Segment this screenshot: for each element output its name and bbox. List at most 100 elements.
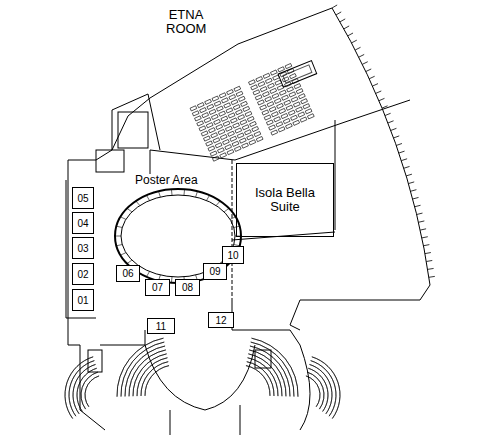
seat	[287, 68, 294, 73]
seat	[236, 91, 243, 96]
small-room	[118, 112, 148, 148]
seat	[265, 97, 272, 102]
wall-tick	[428, 268, 434, 270]
seat	[291, 97, 298, 102]
seat	[243, 106, 250, 111]
seat	[230, 136, 237, 141]
stair-step	[117, 338, 163, 397]
seat	[211, 114, 218, 119]
seat	[305, 109, 312, 114]
booth-number: 12	[215, 315, 226, 326]
lobby-wall	[170, 405, 240, 435]
seat	[240, 120, 247, 125]
wall-tick	[399, 151, 405, 153]
seat	[284, 100, 291, 105]
seat	[220, 134, 227, 139]
stair-step	[85, 376, 99, 407]
stair-step	[81, 372, 98, 409]
wall-tick	[369, 76, 374, 79]
seat	[220, 153, 227, 158]
stair-step	[248, 354, 282, 396]
stair-step	[125, 346, 165, 396]
ring-tick	[183, 189, 185, 195]
seat	[272, 112, 279, 117]
wall-tick	[388, 121, 394, 123]
ring-tick	[171, 277, 173, 283]
wall-tick	[373, 84, 378, 86]
area-name: Poster Area	[134, 174, 199, 187]
stair-step	[141, 362, 168, 396]
seat	[209, 109, 216, 114]
seat	[278, 67, 285, 72]
wall-tick	[417, 213, 423, 214]
seat	[208, 146, 215, 151]
seat	[282, 77, 289, 82]
seat	[253, 90, 260, 95]
seat	[241, 101, 248, 106]
seat	[236, 110, 243, 115]
wall-tick	[411, 190, 417, 192]
lobby-wall	[100, 300, 300, 410]
seat	[211, 133, 218, 138]
seat	[260, 105, 267, 110]
seat	[251, 85, 258, 90]
small-room	[96, 150, 124, 172]
poster-booth: 05	[72, 187, 94, 209]
seat	[212, 156, 219, 161]
seat	[300, 117, 307, 122]
seat	[247, 135, 254, 140]
poster-booth: 12	[208, 312, 234, 328]
seat	[271, 130, 278, 135]
seat	[238, 115, 245, 120]
seat	[287, 87, 294, 92]
seat	[275, 80, 282, 85]
seat	[214, 101, 221, 106]
poster-booth: 11	[147, 318, 175, 334]
lobby-wall	[300, 345, 310, 430]
seat	[277, 85, 284, 90]
wall-tick	[406, 174, 412, 176]
wall-tick	[376, 91, 381, 93]
seat	[267, 102, 274, 107]
seat	[249, 140, 256, 145]
seat	[218, 129, 225, 134]
ring-tick	[171, 189, 173, 195]
wall-tick	[351, 40, 356, 43]
seat	[258, 82, 265, 87]
seat	[272, 93, 279, 98]
stage-platform	[278, 61, 317, 87]
seat	[277, 103, 284, 108]
seat	[231, 100, 238, 105]
stair-step	[69, 361, 94, 417]
wall-tick	[348, 33, 353, 36]
stage-platform	[283, 65, 312, 83]
seat	[205, 99, 212, 104]
partition	[232, 160, 233, 300]
wall-tick	[415, 205, 421, 206]
wall-tick	[340, 19, 345, 22]
seat	[274, 98, 281, 103]
seat	[296, 89, 303, 94]
seat	[233, 105, 240, 110]
seat	[294, 84, 301, 89]
seat	[296, 107, 303, 112]
seat	[237, 133, 244, 138]
lift	[255, 350, 271, 368]
seat	[225, 126, 232, 131]
stair-step	[311, 361, 336, 417]
seat	[288, 110, 295, 115]
booth-number: 05	[77, 193, 88, 204]
seat	[226, 108, 233, 113]
seat	[235, 128, 242, 133]
partition	[232, 232, 335, 240]
poster-booth: 09	[203, 263, 227, 280]
wall-tick	[422, 237, 428, 238]
poster-booth: 10	[222, 246, 244, 264]
seat	[262, 110, 269, 115]
stair-step	[251, 342, 294, 397]
seat	[233, 123, 240, 128]
seat	[273, 75, 280, 80]
wall-tick	[355, 47, 360, 50]
seat	[281, 113, 288, 118]
